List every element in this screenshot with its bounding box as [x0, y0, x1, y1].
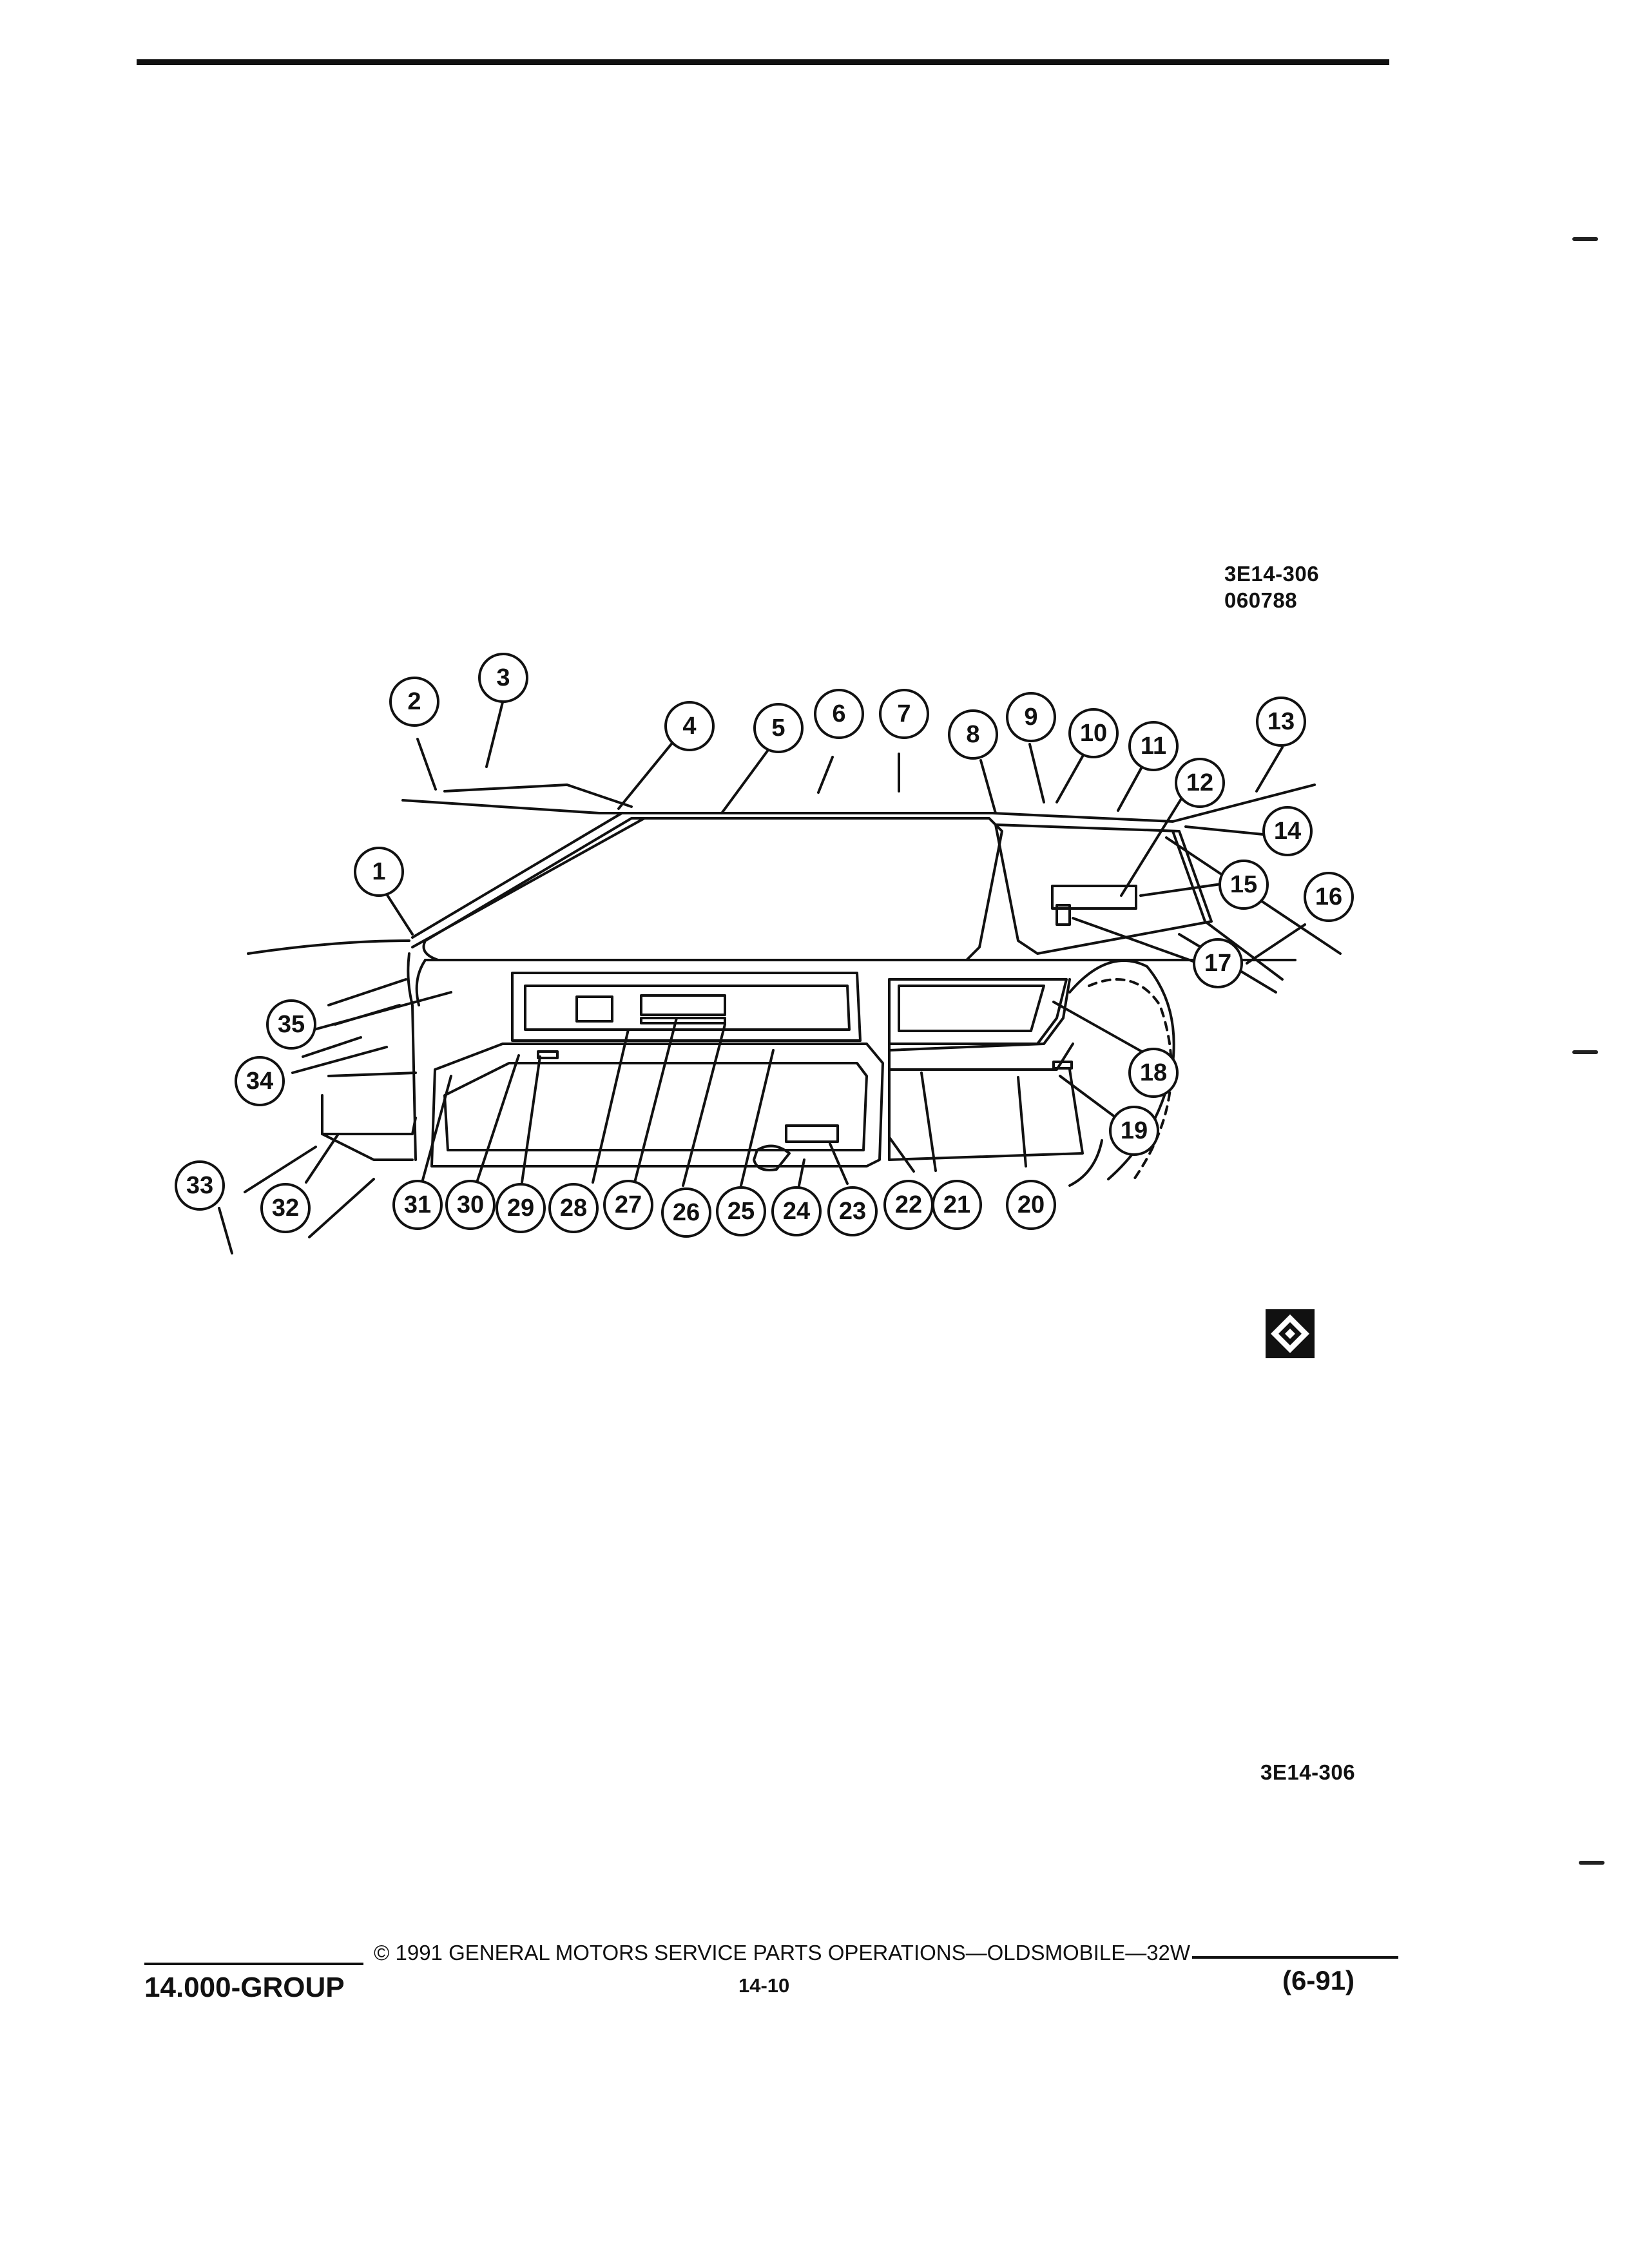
- callout-9: 9: [1024, 704, 1037, 731]
- callout-17: 17: [1204, 950, 1231, 977]
- callout-5: 5: [771, 715, 785, 742]
- margin-mark: [1572, 1050, 1598, 1054]
- door-trim-panel: [430, 1043, 884, 1168]
- callout-19: 19: [1121, 1117, 1148, 1144]
- callout-12: 12: [1186, 769, 1213, 796]
- callout-14: 14: [1274, 818, 1301, 845]
- callout-20: 20: [1017, 1191, 1045, 1218]
- a-pillar: [411, 812, 623, 939]
- margin-mark: [1572, 237, 1598, 241]
- bottom-figure-code: 3E14-306: [1260, 1760, 1356, 1784]
- callout-16: 16: [1315, 883, 1342, 910]
- quarter-trim: [888, 978, 1068, 1045]
- footer-date: (6-91): [1282, 1965, 1355, 1995]
- callout-35: 35: [278, 1011, 305, 1038]
- sunroof-panel: [443, 783, 633, 808]
- footer-group: 14.000-GROUP: [144, 1972, 345, 2003]
- top-rule: [137, 59, 1389, 65]
- callout-23: 23: [839, 1198, 866, 1225]
- roof-line: [401, 783, 1316, 823]
- callout-1: 1: [372, 858, 385, 885]
- callout-22: 22: [895, 1191, 922, 1218]
- armrest-trim: [511, 972, 862, 1042]
- callout-24: 24: [783, 1198, 810, 1225]
- callout-28: 28: [560, 1195, 587, 1222]
- callout-30: 30: [457, 1191, 484, 1218]
- margin-mark: [1579, 1861, 1605, 1865]
- callout-27: 27: [615, 1191, 642, 1218]
- figure-code-2: 060788: [1224, 588, 1298, 612]
- footer-page-number: 14-10: [738, 1974, 790, 1997]
- callout-11: 11: [1141, 733, 1166, 760]
- callout-3: 3: [496, 664, 510, 691]
- callout-25: 25: [728, 1198, 755, 1225]
- callout-33: 33: [186, 1172, 213, 1199]
- footer-rule-left: [144, 1963, 363, 1965]
- callout-32: 32: [272, 1195, 299, 1222]
- callout-8: 8: [966, 721, 979, 748]
- callout-31: 31: [404, 1191, 431, 1218]
- footer-copyright: © 1991 GENERAL MOTORS SERVICE PARTS OPER…: [374, 1941, 1191, 1965]
- callout-4: 4: [682, 713, 696, 740]
- side-window: [422, 817, 1003, 961]
- callout-10: 10: [1080, 720, 1107, 747]
- gm-spo-logo-icon: [1266, 1309, 1315, 1358]
- callout-2: 2: [407, 688, 421, 715]
- callout-26: 26: [673, 1199, 700, 1226]
- callout-7: 7: [897, 700, 911, 727]
- footer-rule-right: [1192, 1956, 1398, 1959]
- figure-code-1: 3E14-306: [1224, 562, 1320, 586]
- callout-18: 18: [1140, 1059, 1167, 1086]
- callout-21: 21: [943, 1191, 970, 1218]
- callout-6: 6: [832, 700, 845, 727]
- callout-15: 15: [1230, 871, 1257, 898]
- callout-29: 29: [507, 1195, 534, 1222]
- callout-34: 34: [246, 1068, 273, 1095]
- callout-13: 13: [1268, 708, 1295, 735]
